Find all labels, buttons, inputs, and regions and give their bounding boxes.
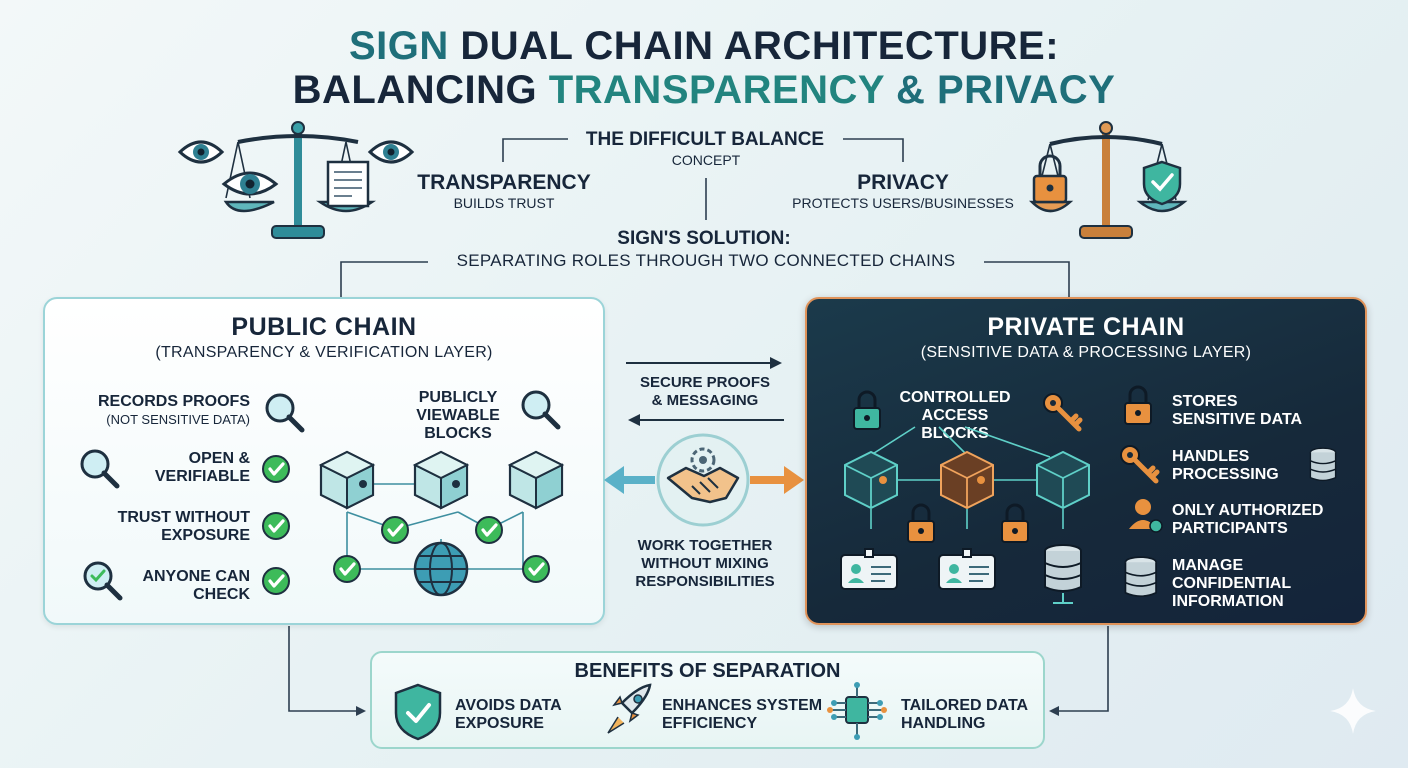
check-circle-icon <box>380 515 410 545</box>
solution-heading: SIGN'S SOLUTION: <box>617 228 791 249</box>
cube-icon <box>940 451 994 509</box>
records-proofs-item: RECORDS PROOFS (NOT SENSITIVE DATA) <box>97 393 250 427</box>
title-line1-rest: DUAL CHAIN ARCHITECTURE: <box>448 24 1060 68</box>
anyone-can-check-item: ANYONE CAN CHECK <box>142 568 250 603</box>
middle-connector-graphics <box>604 357 804 527</box>
magnifier-icon <box>523 392 558 427</box>
lock-icon <box>1000 503 1030 544</box>
private-chain-panel <box>805 297 1367 625</box>
work-together-label: WORK TOGETHER WITHOUT MIXING RESPONSIBIL… <box>635 537 775 590</box>
public-chain-title: PUBLIC CHAIN <box>231 313 417 341</box>
id-card-icon <box>840 548 898 590</box>
lock-icon <box>1032 154 1068 204</box>
magnifier-icon <box>82 451 117 486</box>
database-icon <box>1044 544 1082 592</box>
privacy-heading: PRIVACY <box>857 171 949 194</box>
manage-confidential-item: MANAGE CONFIDENTIAL INFORMATION <box>1172 557 1292 610</box>
title-line2-start: BALANCING <box>292 68 549 112</box>
public-chain-panel <box>43 297 605 625</box>
benefit-avoids-exposure: AVOIDS DATA EXPOSURE <box>455 697 562 732</box>
trust-without-exposure-item: TRUST WITHOUT EXPOSURE <box>117 509 250 544</box>
eye-icon <box>367 140 415 164</box>
private-chain-graphics <box>840 385 1337 604</box>
title-sign: SIGN <box>348 24 449 68</box>
private-chain-subtitle: (SENSITIVE DATA & PROCESSING LAYER) <box>920 344 1252 361</box>
handshake-icon <box>656 433 750 527</box>
title-transparency: TRANSPARENCY <box>548 68 885 112</box>
benefits-panel <box>370 651 1045 749</box>
lock-icon <box>1123 385 1153 426</box>
transparency-scale-illustration <box>177 121 415 239</box>
lock-icon <box>906 503 936 544</box>
publicly-viewable-blocks-label: PUBLICLY VIEWABLE BLOCKS <box>416 389 500 442</box>
key-icon <box>1044 394 1080 429</box>
sparkle-icon <box>1330 688 1376 734</box>
check-circle-icon <box>521 554 551 584</box>
title-privacy: & PRIVACY <box>884 68 1116 112</box>
private-chain-title: PRIVATE CHAIN <box>987 313 1185 341</box>
balance-scale-icon <box>221 121 377 239</box>
rocket-icon <box>607 683 652 734</box>
magnifier-check-icon <box>85 563 120 598</box>
transparency-sub: BUILDS TRUST <box>453 195 555 211</box>
check-circle-icon <box>332 554 362 584</box>
transparency-heading: TRANSPARENCY <box>417 171 591 194</box>
eye-icon <box>177 140 225 164</box>
cube-icon <box>413 450 469 510</box>
balance-scale-icon <box>1028 121 1188 239</box>
database-cluster-icon <box>1309 447 1337 482</box>
handles-processing-item: HANDLES PROCESSING <box>1172 448 1279 483</box>
shield-check-icon <box>394 683 442 741</box>
chip-icon <box>827 682 887 740</box>
benefit-tailored-handling: TAILORED DATA HANDLING <box>901 697 1029 732</box>
key-icon <box>1121 446 1157 481</box>
database-icon <box>1124 556 1157 598</box>
magnifier-icon <box>267 395 302 430</box>
privacy-scale-illustration <box>1028 121 1188 239</box>
shield-check-icon <box>1142 160 1182 206</box>
page-title: SIGN DUAL CHAIN ARCHITECTURE: BALANCING … <box>0 24 1408 112</box>
id-card-icon <box>938 548 996 590</box>
benefit-enhances-efficiency: ENHANCES SYSTEM EFFICIENCY <box>662 697 823 732</box>
check-circle-icon <box>261 566 291 596</box>
cube-icon <box>319 450 375 510</box>
stores-sensitive-data-item: STORES SENSITIVE DATA <box>1172 393 1303 428</box>
benefits-title: BENEFITS OF SEPARATION <box>574 660 841 682</box>
check-circle-icon <box>261 511 291 541</box>
benefits-icons <box>394 682 887 741</box>
lock-icon <box>852 390 882 431</box>
open-verifiable-item: OPEN & VERIFIABLE <box>154 450 250 485</box>
cube-icon <box>508 450 564 510</box>
cube-icon <box>844 451 898 509</box>
check-circle-icon <box>474 515 504 545</box>
check-circle-icon <box>261 454 291 484</box>
privacy-sub: PROTECTS USERS/BUSINESSES <box>792 195 1014 211</box>
cube-icon <box>1036 451 1090 509</box>
only-authorized-item: ONLY AUTHORIZED PARTICIPANTS <box>1172 502 1324 537</box>
public-chain-graphics <box>43 297 564 625</box>
secure-proofs-label: SECURE PROOFS & MESSAGING <box>639 374 771 409</box>
globe-icon <box>413 541 469 597</box>
solution-sub: SEPARATING ROLES THROUGH TWO CONNECTED C… <box>456 251 956 270</box>
concept-heading: THE DIFFICULT BALANCE <box>585 129 825 150</box>
concept-label: CONCEPT <box>671 152 741 168</box>
user-lock-icon <box>1129 499 1163 533</box>
public-chain-subtitle: (TRANSPARENCY & VERIFICATION LAYER) <box>155 344 493 361</box>
